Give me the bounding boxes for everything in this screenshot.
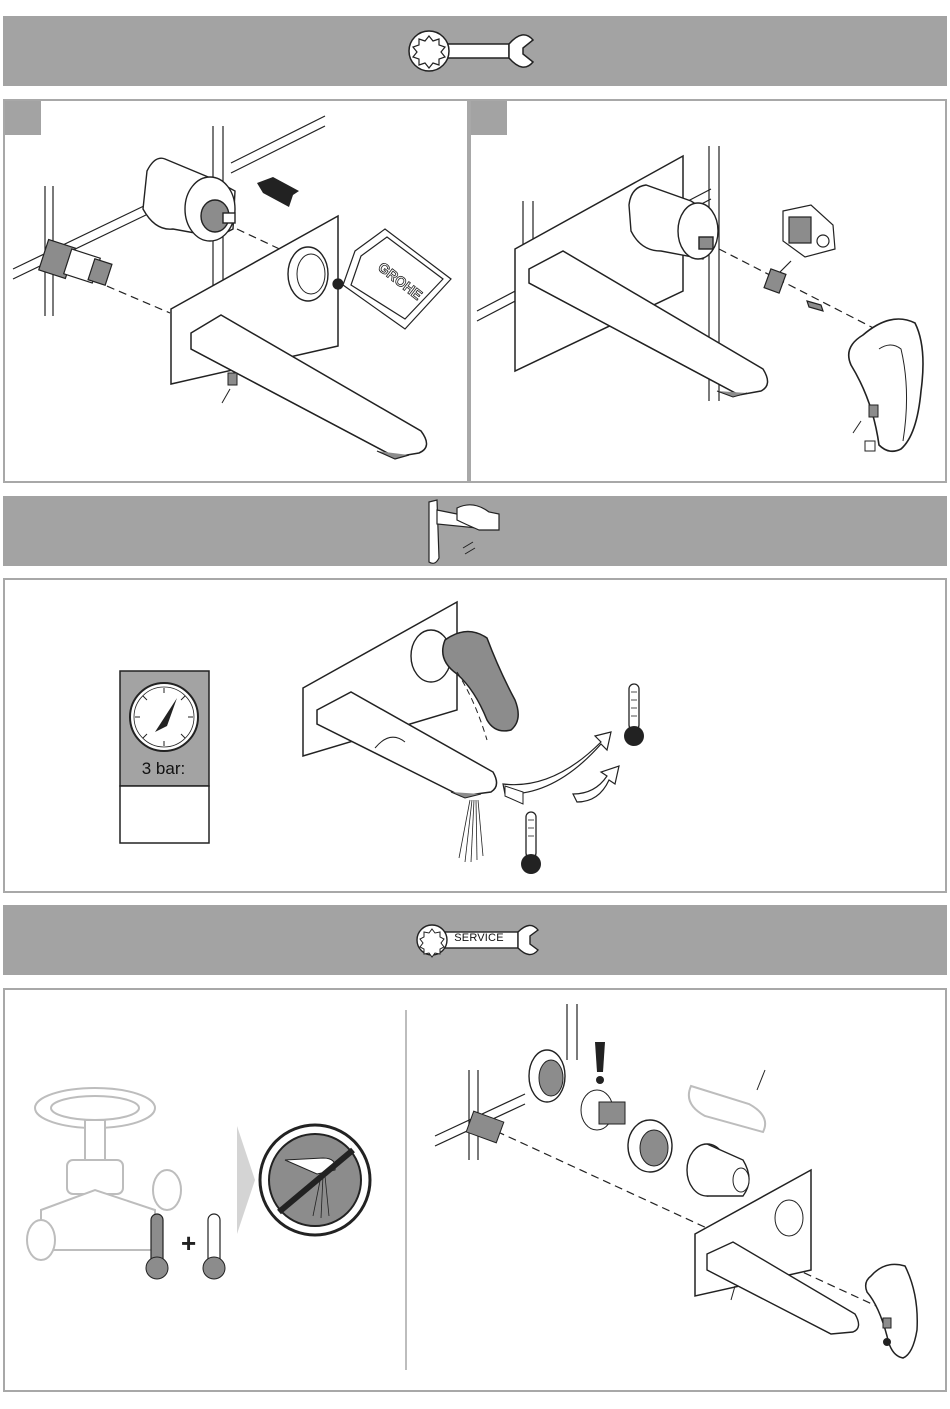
svg-text:+: +: [181, 1228, 196, 1258]
no-water-icon: [260, 1125, 370, 1235]
hand-on-faucet-icon: [417, 496, 507, 566]
installation-illustration-1: GROHE: [5, 101, 467, 481]
installation-header-band: [3, 16, 947, 86]
install-step-panel-2: [469, 99, 947, 483]
operation-illustration: [5, 580, 945, 891]
operation-panel: 3 bar:: [3, 578, 947, 893]
operation-header-band: [3, 496, 947, 566]
cold-thermometer-small-icon: [203, 1214, 225, 1279]
step-tab: [471, 101, 507, 135]
cold-thermometer-icon: [521, 812, 541, 874]
wrench-with-gear-icon: [403, 22, 543, 82]
install-step-panel-1: GROHE: [3, 99, 469, 483]
service-illustration: +: [5, 990, 945, 1390]
service-panel: +: [3, 988, 947, 1392]
installation-illustration-2: [471, 101, 945, 481]
step-tab: [5, 101, 41, 135]
pressure-label: 3 bar:: [119, 759, 208, 779]
hot-thermometer-icon: [624, 684, 644, 746]
service-label: SERVICE: [449, 932, 509, 944]
pressure-gauge-icon: [130, 683, 198, 751]
